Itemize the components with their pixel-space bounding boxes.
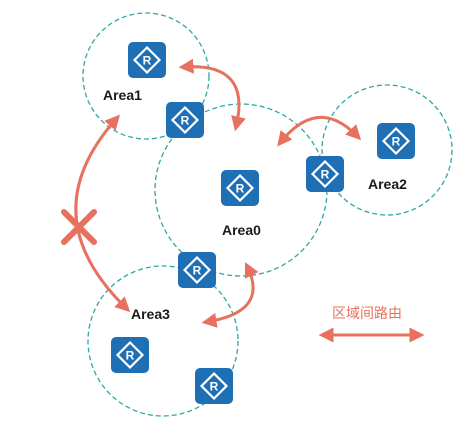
- router-symbol: R: [181, 114, 190, 128]
- router-symbol: R: [392, 135, 401, 149]
- legend-label: 区域间路由: [332, 306, 402, 322]
- route-arrow-area1-area3-blocked: [74, 114, 131, 313]
- area2-boundary: [321, 84, 453, 216]
- router-symbol: R: [236, 182, 245, 196]
- router-symbol: R: [321, 168, 330, 182]
- legend: 区域间路由: [318, 306, 425, 343]
- router-symbol: R: [143, 54, 152, 68]
- route-arrow-area1-area0: [178, 58, 246, 132]
- route-arrow-area0-area2: [277, 115, 362, 147]
- route-arrow-area0-area3: [201, 261, 259, 328]
- router-symbol: R: [193, 264, 202, 278]
- router-symbol: R: [126, 349, 135, 363]
- router-symbol: R: [210, 380, 219, 394]
- area0-label: Area0: [222, 222, 261, 238]
- area1-label: Area1: [103, 87, 142, 103]
- blocked-x-icon: [61, 209, 97, 245]
- area3-boundary: [87, 265, 239, 417]
- area2-label: Area2: [368, 176, 407, 192]
- area3-label: Area3: [131, 306, 170, 322]
